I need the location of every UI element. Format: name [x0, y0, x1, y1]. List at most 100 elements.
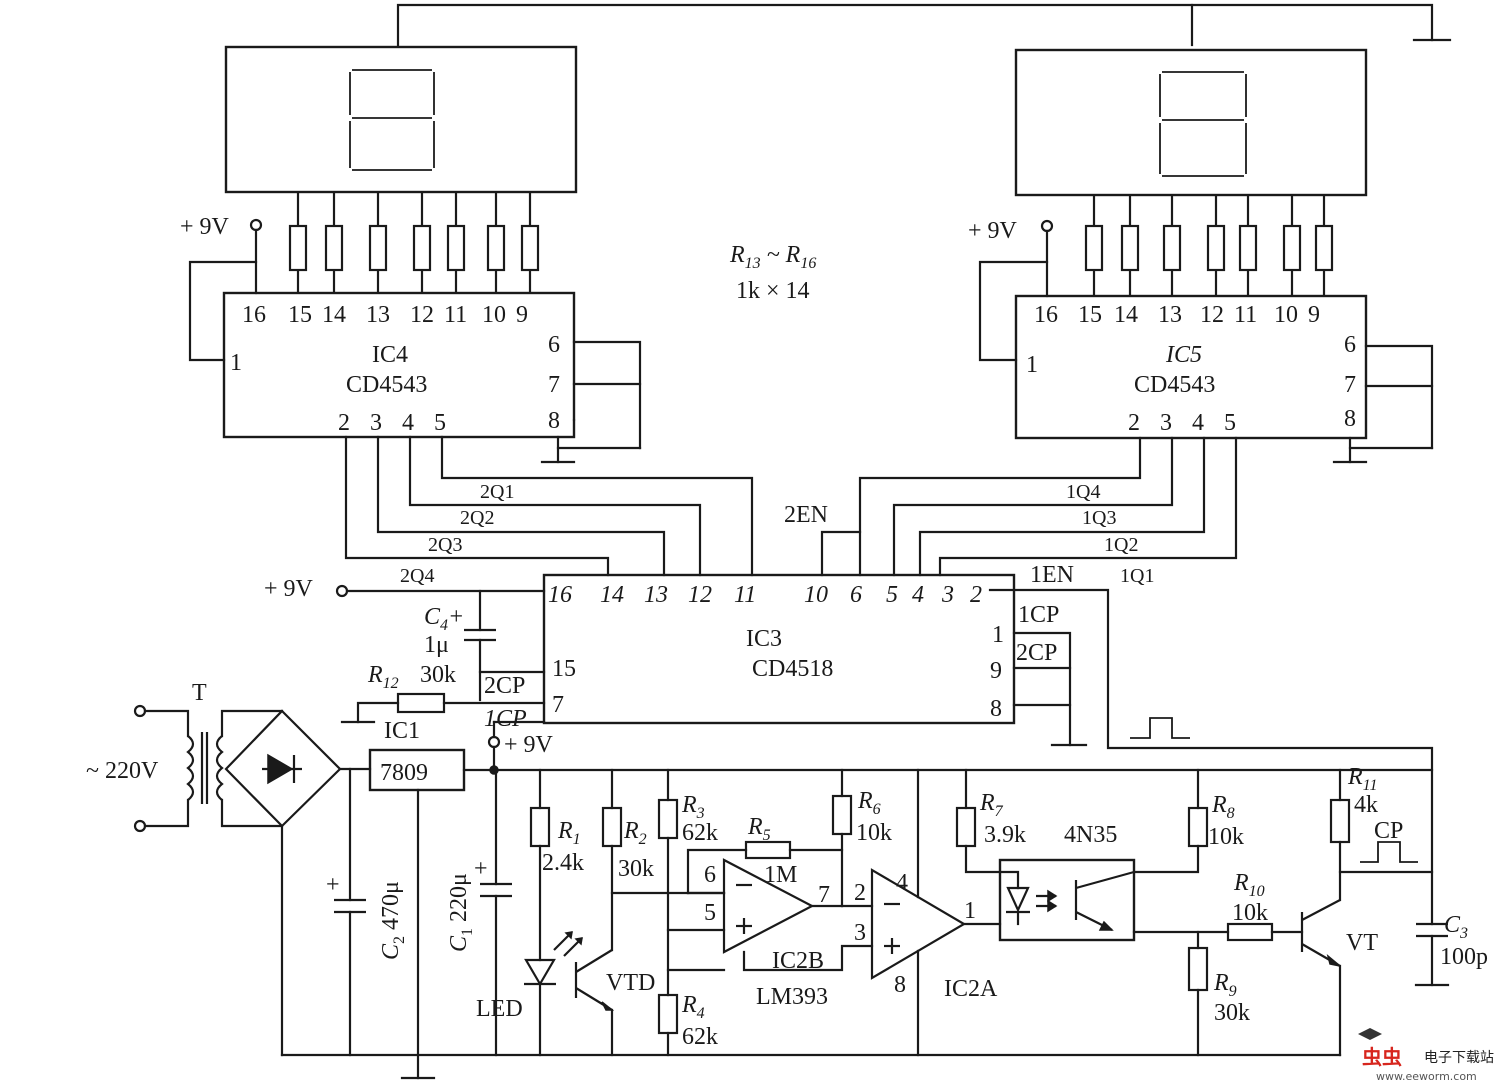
- resistor-r4: [657, 993, 679, 1035]
- ic4-pin-5: 5: [434, 410, 446, 436]
- c1-label: C1 220μ: [446, 873, 476, 952]
- pulse-waveform-cp: [1360, 841, 1418, 863]
- ic3-label-left-1cp: 1CP: [484, 706, 527, 732]
- left-resistor-3: [412, 224, 432, 272]
- resistor-array-left: [288, 192, 540, 293]
- right-resistor-2: [1162, 224, 1182, 272]
- ic5-pin-5: 5: [1224, 410, 1236, 436]
- output-section: [955, 768, 1450, 1057]
- resistor-r3: [657, 798, 679, 840]
- c2-label: C2 470μ: [378, 881, 408, 960]
- r2-label: R2: [623, 818, 647, 848]
- c2-plus: +: [326, 872, 340, 898]
- ic4-top-pin-12: 12: [410, 302, 434, 328]
- ic4-supply-label: + 9V: [180, 214, 230, 240]
- vt-label: VT: [1346, 930, 1378, 956]
- res-array-caption: R13 ~ R16: [729, 242, 816, 272]
- bus-1q4: 1Q4: [1066, 481, 1100, 503]
- ic5-pin-3: 3: [1160, 410, 1172, 436]
- transformer-secondary: [215, 735, 224, 801]
- left-resistor-1: [324, 224, 344, 272]
- supply-terminal-ic3: [335, 584, 349, 598]
- ic2a-pin-4: 4: [896, 870, 908, 896]
- r12-label: R12: [367, 662, 399, 692]
- resistor-r1: [529, 806, 551, 848]
- ic2b-name: IC2B: [772, 948, 824, 974]
- c1-plus: +: [474, 856, 488, 882]
- r7-value: 3.9k: [984, 822, 1026, 848]
- ic3-label-left-2cp: 2CP: [484, 673, 525, 699]
- c3-value: 100p: [1440, 944, 1488, 970]
- ic3-pin-8: 8: [990, 696, 1002, 722]
- r6-label: R6: [857, 788, 881, 818]
- ic5-top-pin-13: 13: [1158, 302, 1182, 328]
- res-array-value: 1k × 14: [736, 278, 810, 304]
- ic4-top-pin-11: 11: [444, 302, 467, 328]
- ic3-label-1cp: 1CP: [1018, 602, 1059, 628]
- seven-segment-digit-right: [1159, 71, 1247, 177]
- ic4-top-pin-9: 9: [516, 302, 528, 328]
- c4-value: 1μ: [424, 632, 449, 658]
- bus-ic4-ic3: [344, 435, 754, 577]
- cp-label: CP: [1374, 818, 1403, 844]
- ic3-name: IC3: [746, 626, 782, 652]
- ic3-label-2cp: 2CP: [1016, 640, 1057, 666]
- r4-label: R4: [681, 992, 705, 1022]
- r3-label: R3: [681, 792, 705, 822]
- r10-label: R10: [1233, 870, 1265, 900]
- mains-label: ~ 220V: [86, 758, 159, 784]
- supply-terminal-ic5: [1040, 219, 1054, 233]
- c4-label: C4+: [424, 604, 464, 634]
- right-resistor-3: [1206, 224, 1226, 272]
- right-resistor-6: [1314, 224, 1334, 272]
- ic2b-pin-5: 5: [704, 900, 716, 926]
- display-left: [224, 45, 578, 194]
- ic5-top-pin-14: 14: [1114, 302, 1138, 328]
- r8-label: R8: [1211, 792, 1235, 822]
- ic5-top-pin-16: 16: [1034, 302, 1058, 328]
- mains-terminal-1: [133, 704, 147, 718]
- r11-label: R11: [1347, 764, 1377, 794]
- display-common-wire: [396, 3, 1452, 47]
- transformer-label: T: [192, 680, 207, 706]
- c3-label: C3: [1444, 912, 1468, 942]
- ic5-pin-1: 1: [1026, 352, 1038, 378]
- ic1-name: IC1: [384, 718, 420, 744]
- resistor-r9: [1187, 946, 1209, 992]
- bus-2q1: 2Q1: [480, 481, 514, 503]
- bus-2q4: 2Q4: [400, 565, 434, 587]
- ic3-pin-15: 15: [552, 656, 576, 682]
- r5-value: 1M: [764, 862, 797, 888]
- ic1-part: 7809: [380, 760, 428, 786]
- ic3-top-pin-16: 16: [548, 582, 572, 608]
- opto-label: 4N35: [1064, 822, 1117, 848]
- right-resistor-5: [1282, 224, 1302, 272]
- bus-1q1: 1Q1: [1120, 565, 1154, 587]
- ic4-top-pin-15: 15: [288, 302, 312, 328]
- r2-value: 30k: [618, 856, 654, 882]
- supply-terminal-ic4: [249, 218, 263, 232]
- r10-value: 10k: [1232, 900, 1268, 926]
- ic4-pin-4: 4: [402, 410, 414, 436]
- watermark-url: www.eeworm.com: [1376, 1070, 1477, 1083]
- ic4-top-pin-16: 16: [242, 302, 266, 328]
- bus-ic5-ic3: [820, 436, 1434, 926]
- ic2a-pin-3: 3: [854, 920, 866, 946]
- bus-2q2: 2Q2: [460, 507, 494, 529]
- ic3-pin-7: 7: [552, 692, 564, 718]
- right-resistor-0: [1084, 224, 1104, 272]
- mains-terminal-2: [133, 819, 147, 833]
- transformer-primary: [186, 735, 195, 801]
- r11-value: 4k: [1354, 792, 1378, 818]
- r4-value: 62k: [682, 1024, 718, 1050]
- ic4-top-pin-10: 10: [482, 302, 506, 328]
- resistor-r11: [1329, 798, 1351, 844]
- r7-label: R7: [979, 790, 1004, 820]
- resistor-r10: [1226, 922, 1274, 942]
- ic2a-name: IC2A: [944, 976, 998, 1002]
- resistor-r6: [831, 794, 853, 836]
